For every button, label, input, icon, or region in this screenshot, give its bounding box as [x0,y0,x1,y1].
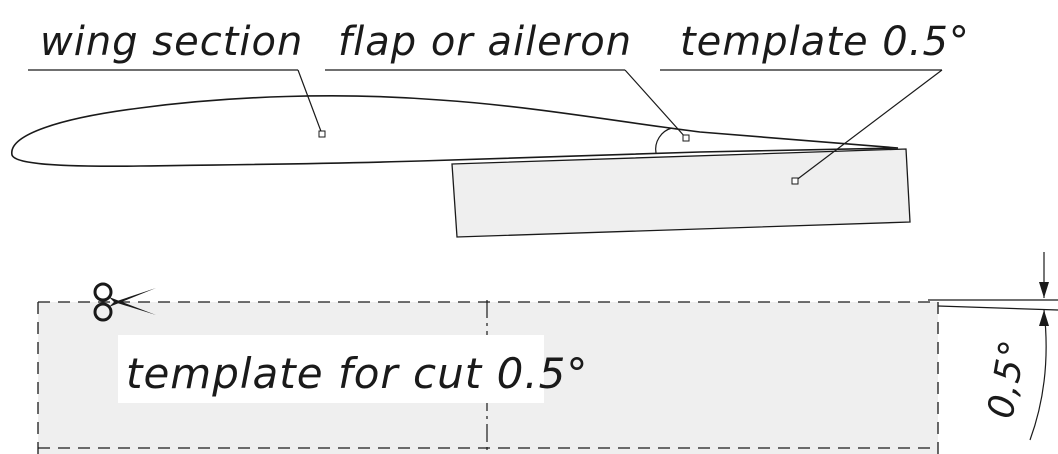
leader-wing-section [297,69,323,135]
leader-template [794,69,943,182]
cut-label-background [118,335,544,403]
label-wing-section: wing section [40,19,303,65]
angle-arc [655,127,673,154]
reference-line-lower [937,305,1058,311]
leader-flap [624,69,687,139]
dimension-arrow-top [1039,282,1049,298]
dimension-arc [1029,309,1047,441]
label-flap-or-aileron: flap or aileron [338,19,632,65]
leader-dot-wing [318,130,326,138]
label-dimension-angle: 0,5° [980,336,1034,421]
dimension-arrow-bottom [1039,310,1049,326]
label-template-angle: template 0.5° [680,19,970,65]
scissors-icon [93,282,156,322]
leader-dot-template [791,177,799,185]
template-piece [451,148,911,238]
label-template-for-cut: template for cut 0.5° [126,349,588,398]
leader-dot-flap [682,134,690,142]
wing-section-outline [11,95,899,168]
